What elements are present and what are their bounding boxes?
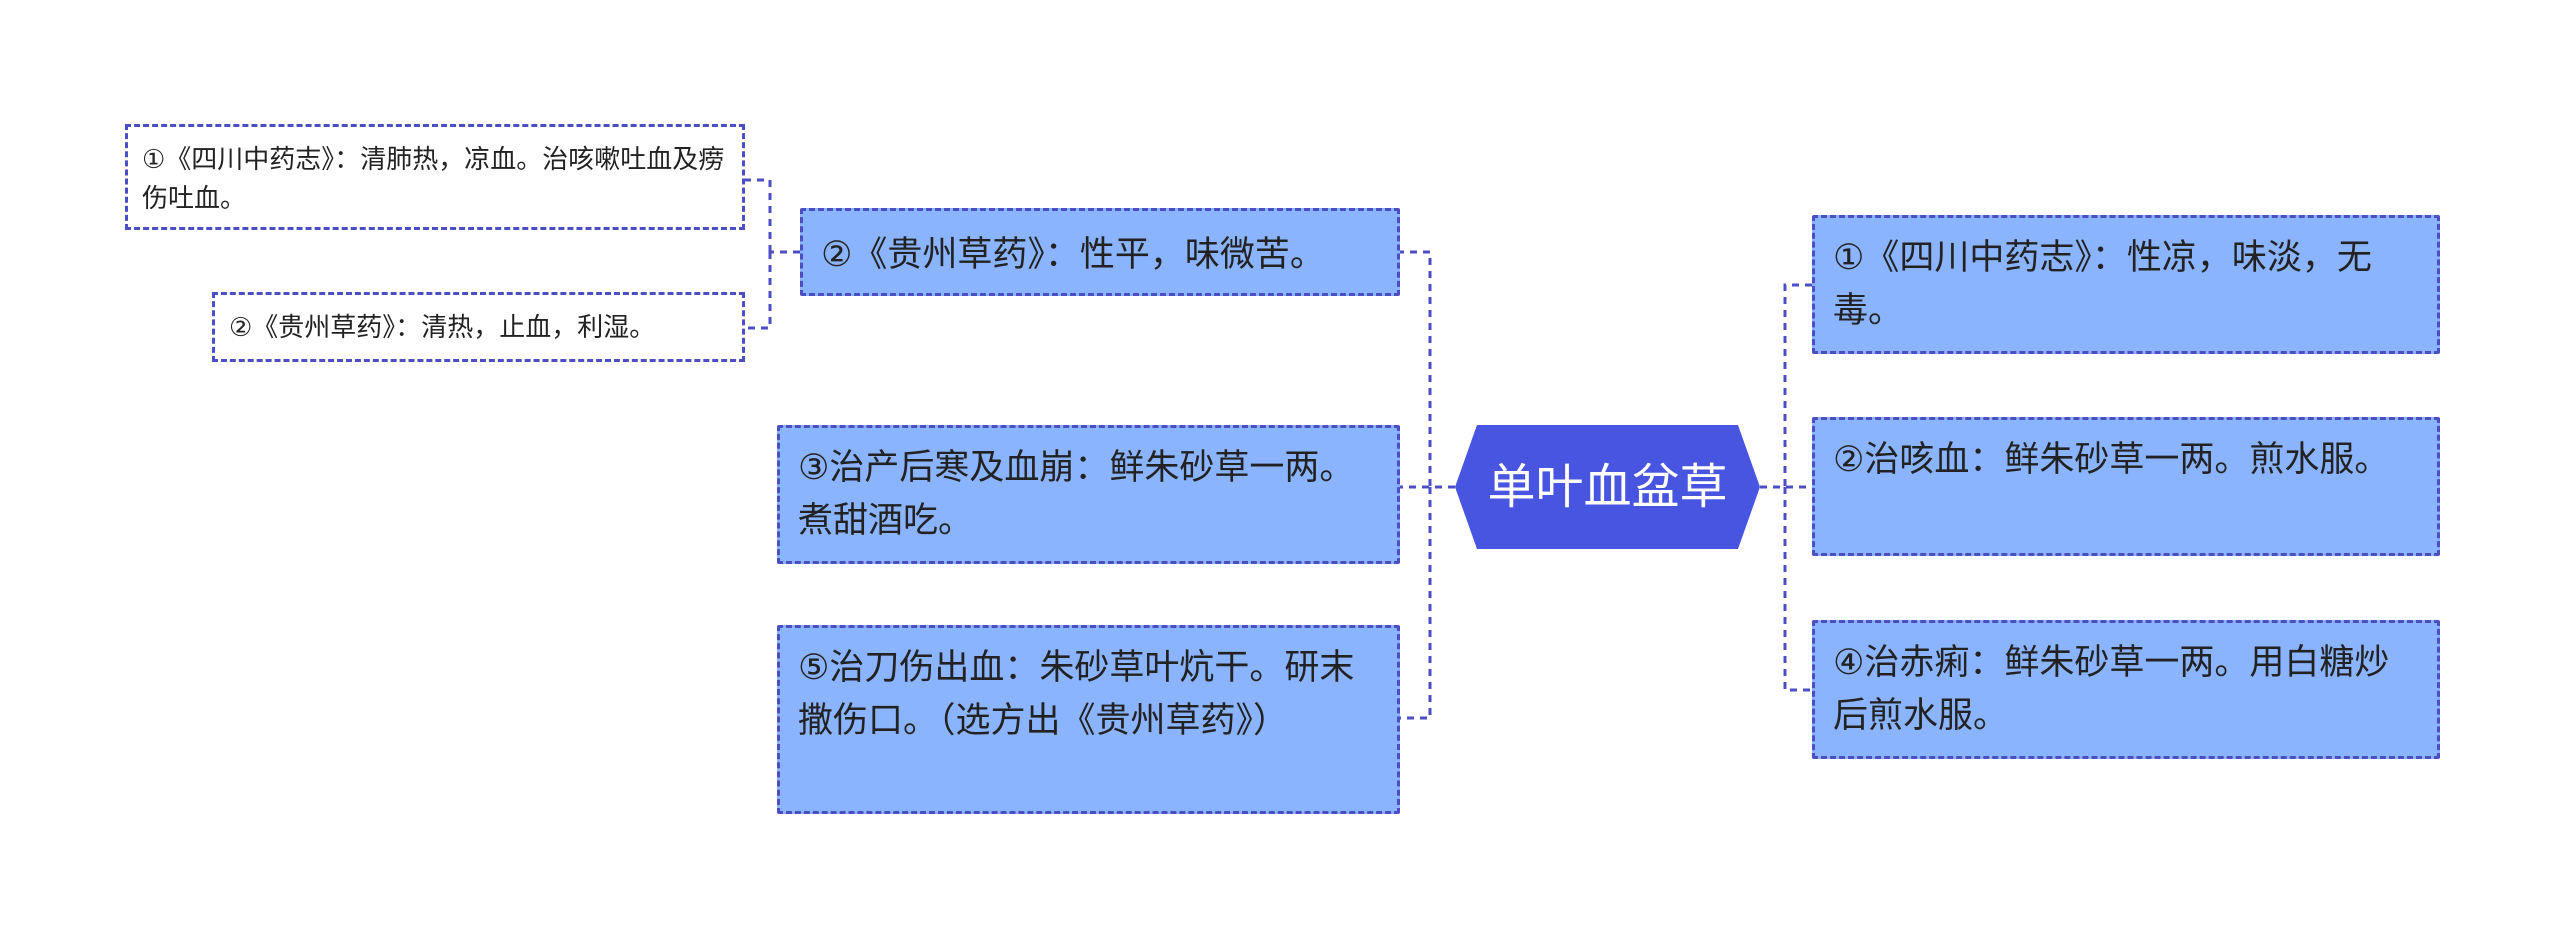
right-subtopic-2[interactable]: ②治咳血：鲜朱砂草一两。煎水服。 xyxy=(1812,417,2440,556)
left-subtopic-1-child-2-text: ②《贵州草药》：清热，止血，利湿。 xyxy=(229,313,656,343)
right-subtopic-3[interactable]: ④治赤痢：鲜朱砂草一两。用白糖炒后煎水服。 xyxy=(1812,620,2440,759)
root-topic[interactable]: 单叶血盆草 xyxy=(1455,425,1760,549)
connector-root-to-left-1 xyxy=(1400,250,1455,489)
left-subtopic-2[interactable]: ③治产后寒及血崩：鲜朱砂草一两。煮甜酒吃。 xyxy=(777,425,1400,564)
left-subtopic-1[interactable]: ②《贵州草药》：性平，味微苦。 xyxy=(800,208,1400,296)
left-subtopic-3[interactable]: ⑤治刀伤出血：朱砂草叶炕干。研末撒伤口。（选方出《贵州草药》） xyxy=(777,625,1400,814)
right-subtopic-2-text: ②治咳血：鲜朱砂草一两。煎水服。 xyxy=(1833,440,2390,480)
right-subtopic-1[interactable]: ①《四川中药志》：性凉，味淡，无毒。 xyxy=(1812,215,2440,354)
right-subtopic-3-text: ④治赤痢：鲜朱砂草一两。用白糖炒后煎水服。 xyxy=(1833,643,2390,736)
root-hexagon-shape xyxy=(1455,425,1760,549)
left-subtopic-2-text: ③治产后寒及血崩：鲜朱砂草一两。煮甜酒吃。 xyxy=(798,448,1355,541)
connector-root-to-right-1 xyxy=(1760,283,1812,489)
root-topic-label: 单叶血盆草 xyxy=(1487,459,1728,515)
connector-to-left-child-2 xyxy=(745,252,772,330)
left-subtopic-3-text: ⑤治刀伤出血：朱砂草叶炕干。研末撒伤口。（选方出《贵州草药》） xyxy=(798,648,1355,741)
left-subtopic-1-text: ②《贵州草药》：性平，味微苦。 xyxy=(821,235,1325,275)
connector-to-left-child-1 xyxy=(745,178,772,252)
right-subtopic-1-text: ①《四川中药志》：性凉，味淡，无毒。 xyxy=(1833,238,2372,331)
connector-root-to-left-3 xyxy=(1400,487,1432,720)
left-subtopic-1-child-2[interactable]: ②《贵州草药》：清热，止血，利湿。 xyxy=(212,292,745,362)
connector-root-to-right-3 xyxy=(1783,487,1812,692)
left-subtopic-1-child-1[interactable]: ①《四川中药志》：清肺热，凉血。治咳嗽吐血及痨伤吐血。 xyxy=(125,124,745,230)
left-subtopic-1-child-1-text: ①《四川中药志》：清肺热，凉血。治咳嗽吐血及痨伤吐血。 xyxy=(142,145,725,214)
